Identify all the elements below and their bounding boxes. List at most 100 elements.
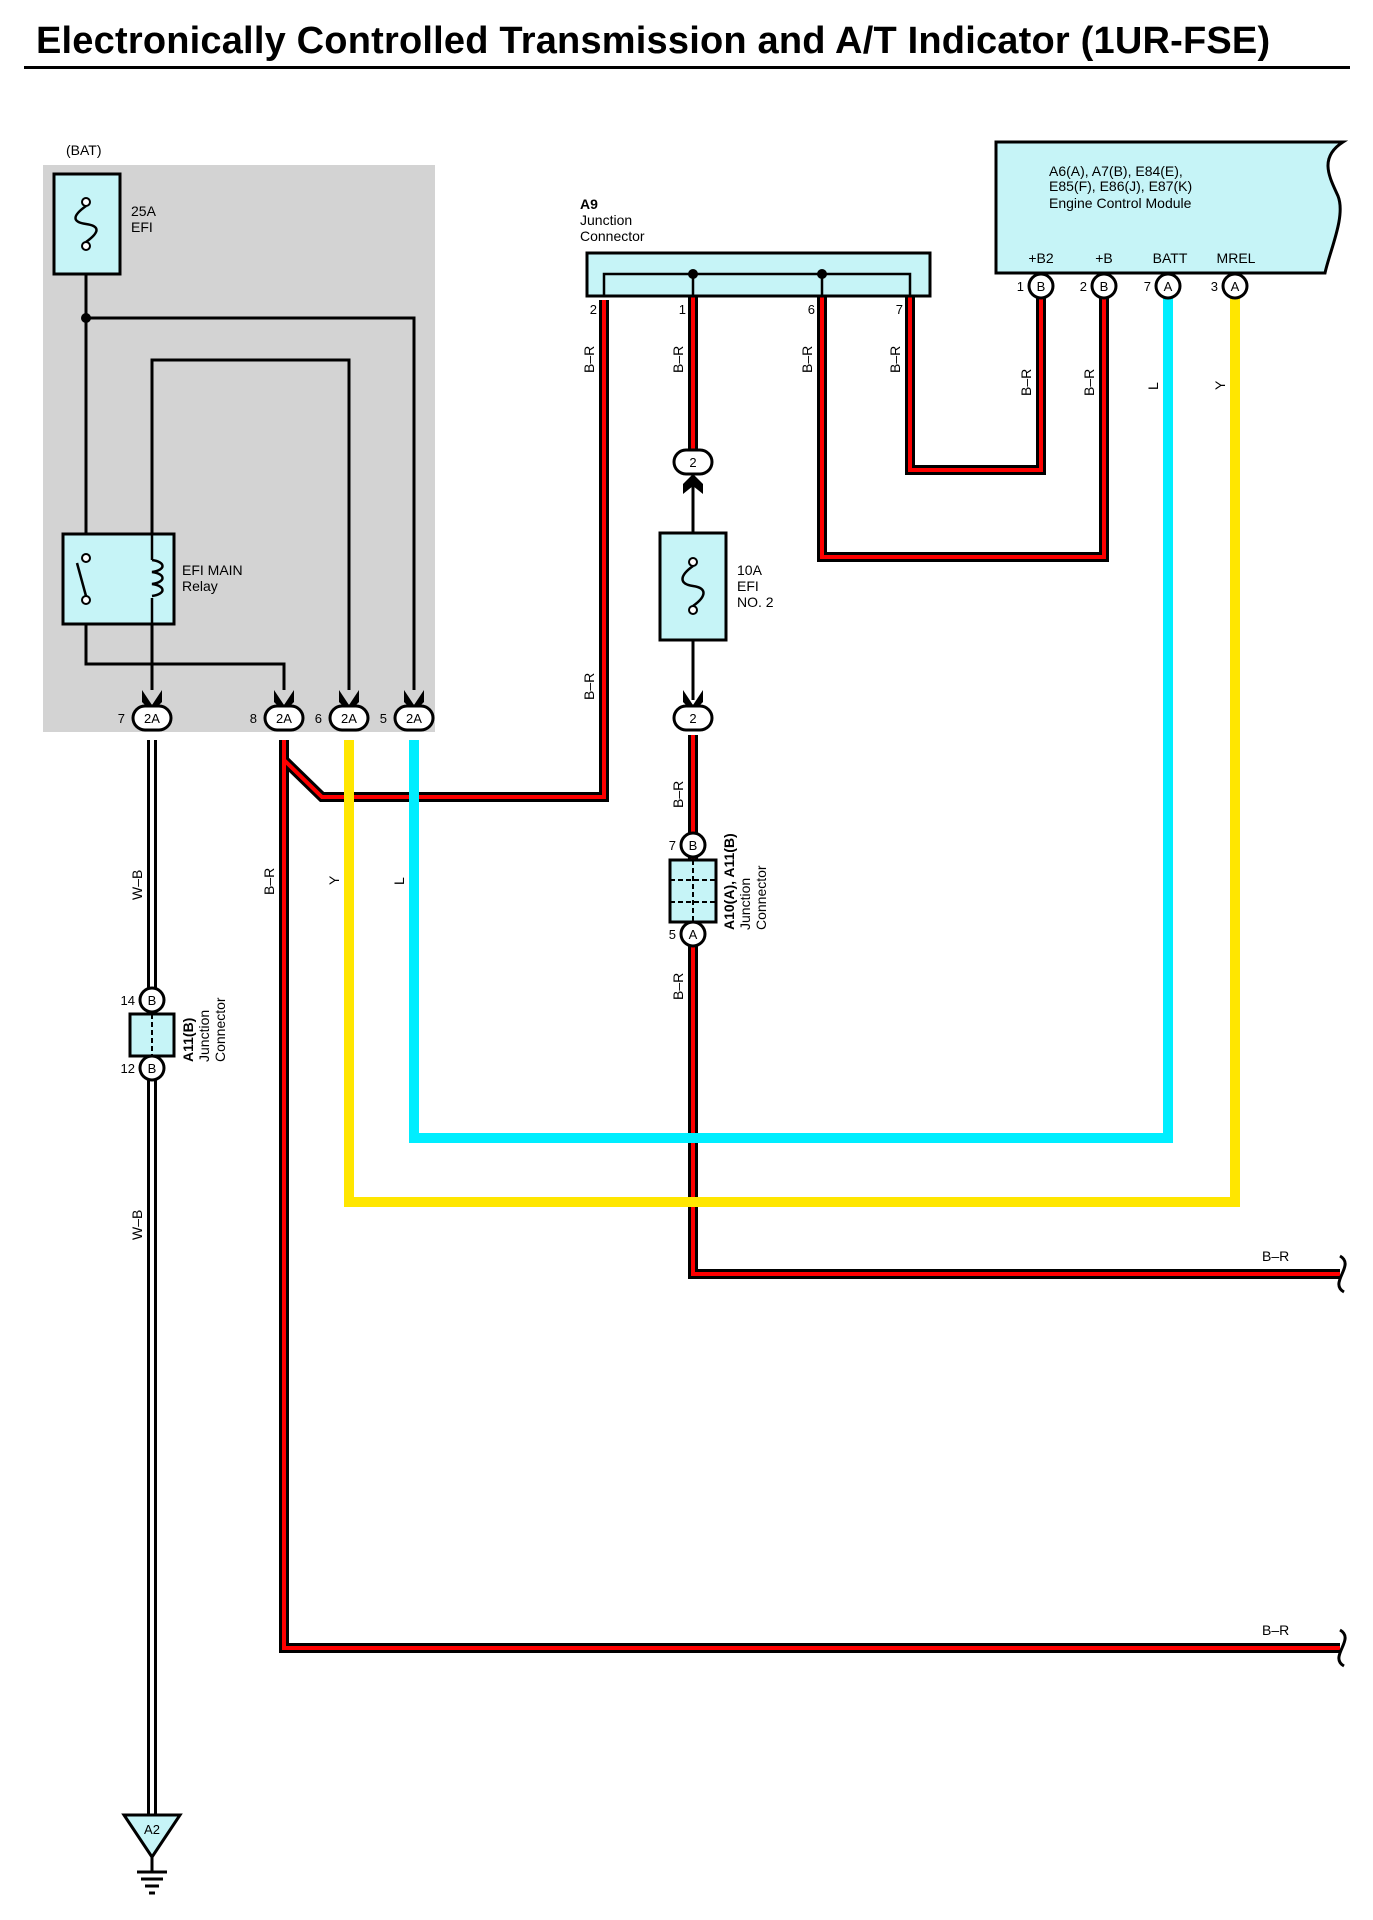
bat-label: (BAT) [66,142,102,158]
ecm-codes-line2: E85(F), E86(J), E87(K) [1049,178,1192,194]
wire-label-br-fuse-below: B–R [670,781,686,808]
wire-break-1274 [1337,1254,1347,1294]
ecm-codes-line1: A6(A), A7(B), E84(E), [1049,163,1183,179]
fuse-10a-amp: 10A [737,562,763,578]
ecm-box [994,140,1349,275]
wire-label-l-ecm: L [1145,382,1161,390]
junction-a11: B 14 B 12 [121,986,176,1082]
wire-label-l-relay5: L [391,877,407,885]
svg-text:2A: 2A [144,711,160,726]
wire-label-br-mid: B–R [581,673,597,700]
fuse-25a-efi [52,172,122,276]
efi-main-relay [61,532,176,626]
ground-a2: A2 [121,1813,183,1895]
relay-terminal-6: 2A 6 [315,704,370,732]
wire-label-br-a10-below: B–R [670,973,686,1000]
svg-text:2: 2 [689,711,696,726]
svg-text:A2: A2 [144,1822,160,1837]
ecm-terminal-mrel: A 3 [1211,272,1249,300]
svg-text:7: 7 [118,711,125,726]
a9-pin-1: 1 [679,302,686,317]
fuse-10a-name: EFI [737,578,759,594]
ecm-terminal-b: B 2 [1080,272,1118,300]
svg-text:12: 12 [121,1061,135,1076]
wire-label-y-ecm: Y [1212,380,1228,390]
relay-terminal-7: 2A 7 [118,704,173,732]
svg-text:8: 8 [250,711,257,726]
a9-line2: Connector [580,228,645,244]
svg-text:5: 5 [380,711,387,726]
svg-text:B: B [148,993,157,1008]
wire-label-br-ecm-b: B–R [1081,369,1097,396]
svg-text:A: A [1231,279,1240,294]
svg-text:2A: 2A [341,711,357,726]
ecm-term-batt-name: BATT [1153,250,1188,266]
relay-name: EFI MAIN [182,562,243,578]
svg-text:B: B [1037,279,1046,294]
svg-text:A: A [1164,279,1173,294]
br-wires-outer [279,286,1340,1653]
wire-break-1648 [1337,1628,1347,1668]
ecm-terminal-batt: A 7 [1144,272,1182,300]
wire-label-br-end-1648: B–R [1262,1622,1289,1638]
svg-text:B: B [1100,279,1109,294]
efi2-top-connector: 2 [672,448,714,494]
a11-line2: Connector [212,997,228,1062]
ecm-term-mrel-name: MREL [1217,250,1256,266]
a11-id: A11(B) [180,1018,196,1062]
y-wire [344,298,1240,1207]
ecm-terminal-b2: B 1 [1017,272,1055,300]
a9-line1: Junction [580,212,632,228]
junction-a10-a11: B 7 A 5 [668,831,718,948]
wire-label-br-a9-2: B–R [581,346,597,373]
svg-text:1: 1 [1017,279,1024,294]
svg-text:6: 6 [315,711,322,726]
wire-label-br-a9-6: B–R [799,346,815,373]
page-title: Electronically Controlled Transmission a… [36,20,1271,62]
ecm-name: Engine Control Module [1049,195,1192,211]
svg-text:3: 3 [1211,279,1218,294]
wire-label-br-a9-7: B–R [887,346,903,373]
a11-line1: Junction [196,1010,212,1062]
svg-text:2A: 2A [406,711,422,726]
efi2-bottom-connector: 2 [672,690,714,732]
svg-text:7: 7 [669,838,676,853]
a9-id: A9 [580,196,598,212]
ecm-term-b-name: +B [1095,250,1113,266]
svg-text:7: 7 [1144,279,1151,294]
a10-line2: Connector [753,865,769,930]
relay-word: Relay [182,578,218,594]
a10-line1: Junction [737,878,753,930]
svg-text:A: A [689,927,698,942]
a9-pin-2: 2 [590,302,597,317]
a9-pin-6: 6 [808,302,815,317]
splice-dot [81,313,91,323]
relay-terminal-5: 2A 5 [380,704,435,732]
a10-id: A10(A), A11(B) [721,833,737,930]
wire-label-wb-lower: W–B [129,1210,145,1240]
fuse-10a-efi2 [658,531,728,642]
a9-pin-7: 7 [896,302,903,317]
svg-text:2: 2 [689,455,696,470]
svg-text:14: 14 [121,993,135,1008]
fuse-25a-name: EFI [131,219,153,235]
svg-text:2A: 2A [276,711,292,726]
br-wires-inner [282,286,1340,1650]
wire-label-br-ecm-b2: B–R [1018,369,1034,396]
junction-a9 [585,251,932,298]
svg-text:B: B [148,1061,157,1076]
ecm-term-b2-name: +B2 [1028,250,1054,266]
fuse-10a-no: NO. 2 [737,594,774,610]
relay-terminal-8: 2A 8 [250,704,305,732]
title-underline [24,66,1350,69]
wire-label-y-relay6: Y [326,875,342,885]
wire-label-br-a9-1: B–R [670,346,686,373]
wire-label-br-relay8: B–R [261,868,277,895]
l-wire [409,298,1173,1143]
wire-label-br-end-1274: B–R [1262,1248,1289,1264]
svg-text:2: 2 [1080,279,1087,294]
svg-text:B: B [689,838,698,853]
fuse-25a-amp: 25A [131,203,157,219]
wire-label-wb-upper: W–B [129,870,145,900]
